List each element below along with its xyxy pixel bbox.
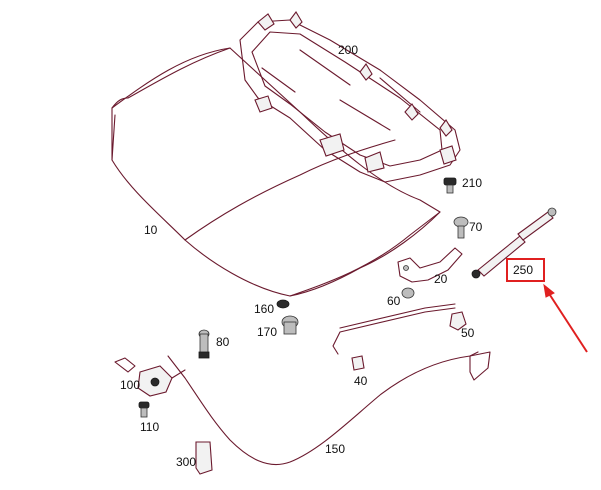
hood-part bbox=[111, 47, 441, 297]
callout-80: 80 bbox=[216, 335, 230, 349]
support-rod-part bbox=[332, 303, 456, 355]
buffer-80-part bbox=[198, 329, 210, 359]
clip-40-part bbox=[351, 355, 365, 371]
callout-170: 170 bbox=[257, 325, 277, 339]
callout-50: 50 bbox=[461, 326, 475, 340]
callout-10: 10 bbox=[144, 223, 158, 237]
callout-250: 250 bbox=[513, 263, 533, 277]
callout-160: 160 bbox=[254, 302, 274, 316]
callout-100: 100 bbox=[120, 378, 140, 392]
latch-part bbox=[114, 357, 186, 397]
callout-40: 40 bbox=[354, 374, 368, 388]
stop-160-part bbox=[276, 299, 290, 309]
clip-50-part bbox=[449, 311, 467, 331]
pointer-arrow bbox=[543, 283, 588, 353]
callout-200: 200 bbox=[338, 43, 358, 57]
callout-60: 60 bbox=[387, 294, 401, 308]
callout-20: 20 bbox=[434, 272, 448, 286]
callout-300: 300 bbox=[176, 455, 196, 469]
hinge-part bbox=[397, 247, 463, 283]
grommet-60-part bbox=[401, 287, 415, 299]
bracket-300-part bbox=[195, 441, 213, 475]
callout-70: 70 bbox=[469, 220, 483, 234]
callout-110: 110 bbox=[140, 420, 159, 434]
bolt-110-part bbox=[138, 401, 150, 418]
gas-strut-part bbox=[471, 207, 557, 279]
bolt-70-part bbox=[453, 216, 469, 239]
highlight-box bbox=[506, 258, 545, 282]
callout-210: 210 bbox=[462, 176, 482, 190]
buffer-170-part bbox=[281, 315, 299, 335]
nut-210-part bbox=[443, 177, 457, 194]
insulation-panel-part bbox=[239, 11, 461, 183]
cable-part bbox=[167, 351, 491, 466]
callout-150: 150 bbox=[325, 442, 345, 456]
